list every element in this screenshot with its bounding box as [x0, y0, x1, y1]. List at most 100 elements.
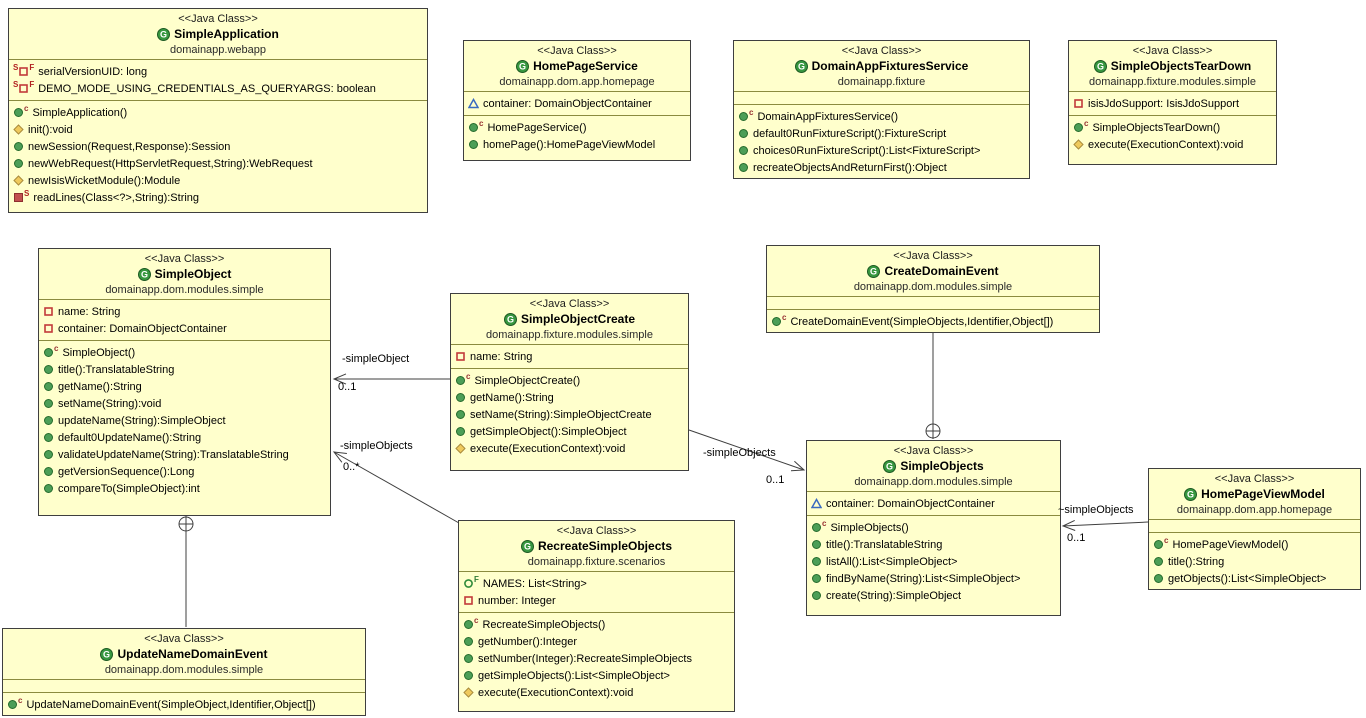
field-row[interactable]: isisJdoSupport: IsisJdoSupport — [1069, 95, 1276, 112]
field-row[interactable]: name: String — [39, 303, 330, 320]
public-method-icon — [738, 128, 749, 139]
field-row[interactable]: number: Integer — [459, 592, 734, 609]
public-method-icon — [43, 364, 54, 375]
method-text: execute(ExecutionContext):void — [1088, 138, 1244, 151]
svg-text:G: G — [886, 462, 893, 472]
public-method-icon — [811, 590, 822, 601]
method-row[interactable]: default0UpdateName():String — [39, 429, 330, 446]
method-row[interactable]: getNumber():Integer — [459, 633, 734, 650]
method-row[interactable]: getName():String — [451, 389, 688, 406]
constructor-method-icon: c — [13, 104, 28, 118]
fields-compartment — [3, 680, 365, 693]
field-row[interactable]: container: DomainObjectContainer — [807, 495, 1060, 512]
public-method-icon — [1153, 556, 1164, 567]
method-row[interactable]: execute(ExecutionContext):void — [451, 440, 688, 457]
svg-text:G: G — [1187, 490, 1194, 500]
field-row[interactable]: container: DomainObjectContainer — [464, 95, 690, 112]
private-field-icon — [455, 351, 466, 362]
java-class-icon: G — [137, 268, 151, 281]
stereotype-label: <<Java Class>> — [893, 250, 973, 262]
constructor-method-icon: c — [455, 372, 470, 386]
method-row[interactable]: getName():String — [39, 378, 330, 395]
public-final-field-icon: F — [463, 575, 479, 589]
method-row[interactable]: recreateObjectsAndReturnFirst():Object — [734, 159, 1029, 176]
method-row[interactable]: choices0RunFixtureScript():List<FixtureS… — [734, 142, 1029, 159]
method-row[interactable]: init():void — [9, 121, 427, 138]
public-method-icon — [463, 636, 474, 647]
constructor-method-icon: c — [43, 344, 58, 358]
method-row[interactable]: newIsisWicketModule():Module — [9, 172, 427, 189]
method-row[interactable]: getSimpleObject():SimpleObject — [451, 423, 688, 440]
method-row[interactable]: title():String — [1149, 553, 1360, 570]
method-row[interactable]: title():TranslatableString — [807, 536, 1060, 553]
method-text: listAll():List<SimpleObject> — [826, 555, 958, 568]
field-row[interactable]: name: String — [451, 348, 688, 365]
method-text: default0UpdateName():String — [58, 431, 202, 444]
anchor-simpleobject-updatenamedomainevent[interactable] — [178, 516, 194, 627]
method-row[interactable]: create(String):SimpleObject — [807, 587, 1060, 604]
method-text: recreateObjectsAndReturnFirst():Object — [753, 161, 947, 174]
method-row[interactable]: getVersionSequence():Long — [39, 463, 330, 480]
method-row[interactable]: listAll():List<SimpleObject> — [807, 553, 1060, 570]
method-row[interactable]: setName(String):void — [39, 395, 330, 412]
anchor-createdomainevent-simpleobjects[interactable] — [925, 333, 941, 439]
field-text: isisJdoSupport: IsisJdoSupport — [1088, 97, 1240, 110]
assoc-homepageviewmodel-simpleobjects[interactable] — [1061, 519, 1149, 531]
method-row[interactable]: default0RunFixtureScript():FixtureScript — [734, 125, 1029, 142]
method-row[interactable]: validateUpdateName(String):TranslatableS… — [39, 446, 330, 463]
method-row[interactable]: execute(ExecutionContext):void — [459, 684, 734, 701]
method-row[interactable]: updateName(String):SimpleObject — [39, 412, 330, 429]
svg-text:G: G — [519, 62, 526, 72]
method-row[interactable]: title():TranslatableString — [39, 361, 330, 378]
field-row[interactable]: container: DomainObjectContainer — [39, 320, 330, 337]
stereotype-label: <<Java Class>> — [893, 445, 974, 457]
method-row[interactable]: getSimpleObjects():List<SimpleObject> — [459, 667, 734, 684]
method-row[interactable]: compareTo(SimpleObject):int — [39, 480, 330, 497]
public-method-icon — [43, 432, 54, 443]
public-method-icon — [43, 483, 54, 494]
method-row[interactable]: setName(String):SimpleObjectCreate — [451, 406, 688, 423]
method-row[interactable]: homePage():HomePageViewModel — [464, 136, 690, 153]
method-row[interactable]: findByName(String):List<SimpleObject> — [807, 570, 1060, 587]
method-row[interactable]: setNumber(Integer):RecreateSimpleObjects — [459, 650, 734, 667]
method-text: getNumber():Integer — [478, 635, 578, 648]
method-row[interactable]: newWebRequest(HttpServletRequest,String)… — [9, 155, 427, 172]
method-row[interactable]: newSession(Request,Response):Session — [9, 138, 427, 155]
method-text: newSession(Request,Response):Session — [28, 140, 231, 153]
method-text: compareTo(SimpleObject):int — [58, 482, 200, 495]
method-row[interactable]: execute(ExecutionContext):void — [1069, 136, 1276, 153]
svg-text:G: G — [507, 315, 514, 325]
class-package: domainapp.fixture.scenarios — [527, 556, 666, 568]
method-text: choices0RunFixtureScript():List<FixtureS… — [753, 144, 981, 157]
method-row[interactable]: getObjects():List<SimpleObject> — [1149, 570, 1360, 587]
